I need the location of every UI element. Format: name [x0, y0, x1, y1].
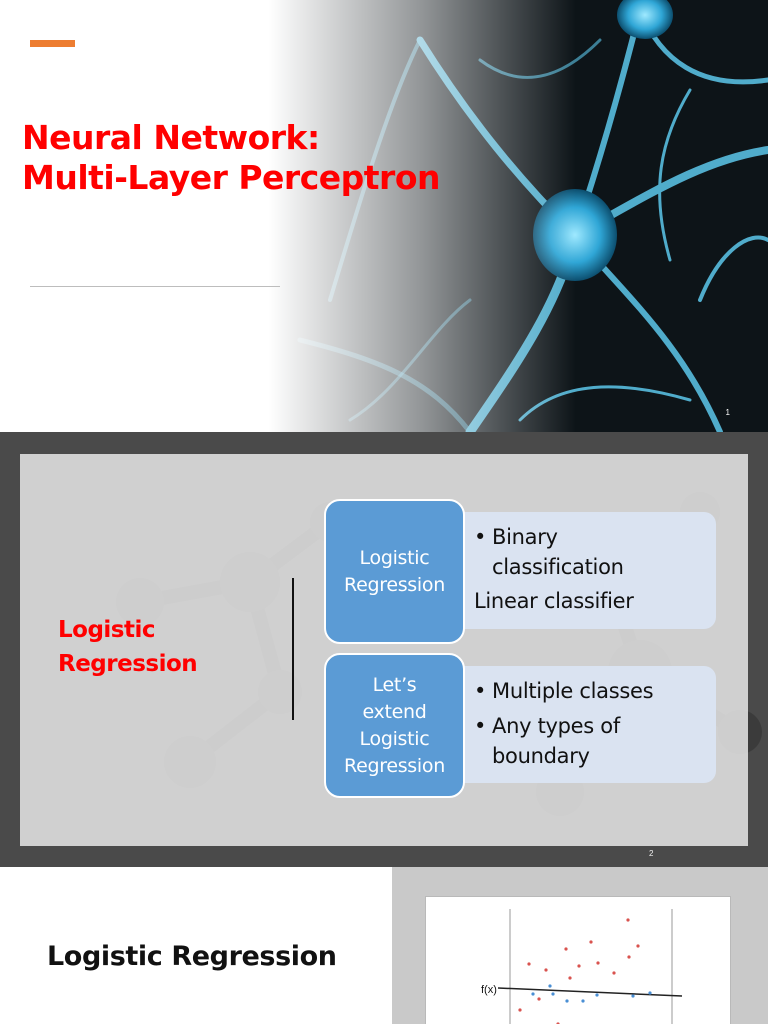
bullet-item: Binary: [474, 522, 634, 552]
section-title-line-2: Regression: [58, 651, 198, 677]
bullet-item: Multiple classes: [474, 676, 654, 706]
accent-bar: [30, 40, 75, 47]
slide-1: Neural Network: Multi-Layer Perceptron 1: [0, 0, 768, 432]
detail-text: Multiple classes Any types of boundary: [474, 676, 654, 771]
bullet-continuation: boundary: [474, 741, 653, 771]
slide-title-line-1: Neural Network:: [22, 118, 320, 157]
section-title-line-1: Logistic: [58, 617, 156, 643]
page-number: 2: [649, 849, 654, 858]
list-item: Let’s extend Logistic Regression Multipl…: [324, 653, 716, 798]
label-line: Logistic: [359, 727, 430, 750]
slide-heading: Logistic Regression: [47, 941, 337, 972]
plain-text: Linear classifier: [474, 589, 634, 613]
label-box: Let’s extend Logistic Regression: [324, 653, 465, 798]
list-item: Logistic Regression Binary classificatio…: [324, 499, 716, 644]
label-line: Regression: [344, 754, 445, 777]
slide-title: Neural Network: Multi-Layer Perceptron: [22, 118, 492, 198]
label-line: Logistic: [359, 546, 430, 569]
bullet-line: Multiple classes: [492, 679, 654, 703]
bullet-line: Binary: [492, 525, 558, 549]
plain-line: Linear classifier: [474, 586, 634, 616]
label-line: Let’s: [372, 673, 417, 696]
red-points: [518, 918, 640, 1024]
bullet-continuation: classification: [474, 552, 634, 582]
bullet-line: classification: [492, 555, 624, 579]
scatter-plot: [497, 909, 683, 1024]
fx-axis-label: f(x): [481, 984, 497, 996]
vertical-divider: [292, 578, 294, 720]
title-divider: [30, 286, 280, 287]
bullet-line: Any types of: [492, 714, 620, 738]
section-title: Logistic Regression: [58, 613, 198, 681]
bullet-item: Any types of: [474, 711, 653, 741]
label-line: Regression: [344, 573, 445, 596]
label-box: Logistic Regression: [324, 499, 465, 644]
scatter-plot-image: f(x): [425, 896, 731, 1024]
bullet-line: boundary: [492, 744, 590, 768]
blue-points: [531, 984, 652, 1003]
neuron-background-image: [0, 0, 768, 432]
page-number: 1: [725, 408, 730, 417]
slide-title-line-2: Multi-Layer Perceptron: [22, 158, 440, 197]
label-line: extend: [362, 700, 427, 723]
detail-text: Binary classification Linear classifier: [474, 522, 634, 616]
slide-3: Logistic Regression: [0, 867, 768, 1024]
slide-2: Logistic Regression Logistic Regression …: [0, 432, 768, 867]
